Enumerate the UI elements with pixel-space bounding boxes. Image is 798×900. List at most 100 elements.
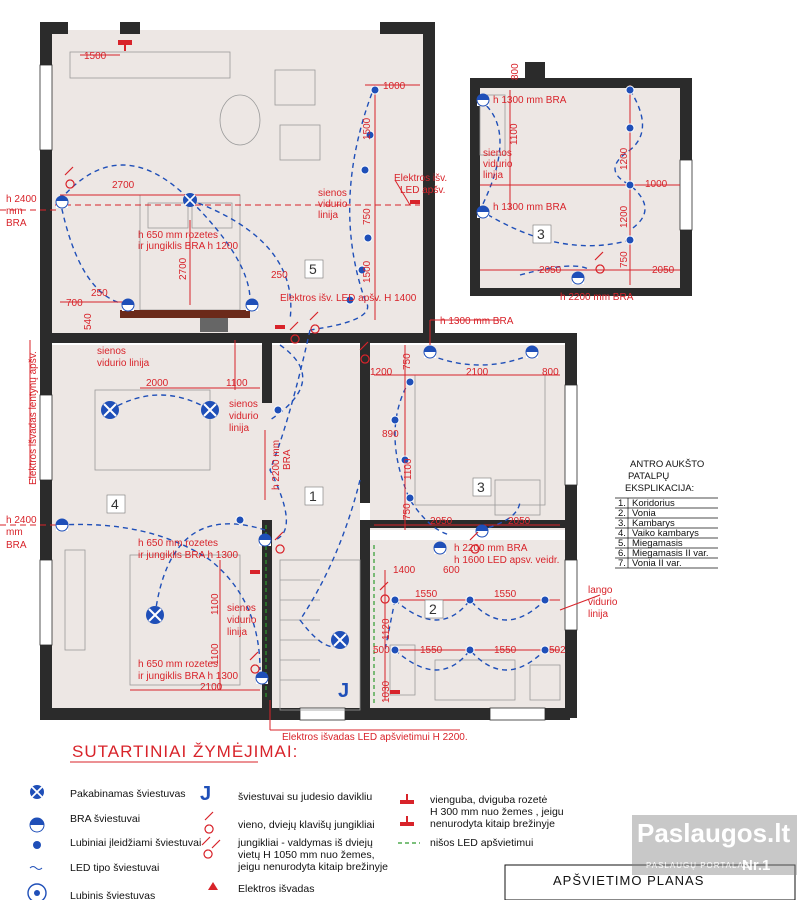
note: ir jungiklis BRA h 1300 [138,550,238,561]
legend-item: jungikliai - valdymas iš dviejų [237,837,373,849]
explication-title: ANTRO AUKŠTO [630,459,704,470]
watermark-nr: Nr.1 [742,857,770,874]
pendant-light-icon [201,401,219,419]
bra-light-icon [245,298,259,312]
dimension-label: 1550 [420,645,443,656]
note: h 2400 [6,194,37,205]
bra-light-icon [55,195,69,209]
note: Elektros išvadas LED apšvietimui H 2200. [282,732,468,743]
dimension-label: 750 [619,251,630,268]
explication-row-name: Miegamasis II var. [632,548,709,559]
note: lango [588,585,613,596]
explication-table: ANTRO AUKŠTO PATALPŲ EKSPLIKACIJA: 1.Kor… [615,459,718,569]
note: h 650 mm rozetes [138,538,218,549]
dimension-label: 1200 [619,147,630,170]
wiring-arcs [59,84,646,671]
dimension-label: 1100 [210,643,221,665]
title-block: APŠVIETIMO PLANAS [504,864,796,900]
note: mm [6,206,23,217]
explication-row-number: 5. [618,538,626,549]
watermark: Paslaugos.lt PASLAUGŲ PORTALAS Nr.1 [632,815,797,875]
ceiling-light-icon [27,883,47,900]
explication-title: PATALPŲ [628,471,669,482]
note: vidurio [229,411,259,422]
dimension-label: 1030 [381,680,392,703]
note: h 2200 mm BRA [560,292,634,303]
room-number: 1 [309,488,317,504]
legend-item: nišos LED apšvietimui [430,837,533,849]
note: h 1300 mm BRA [440,316,514,327]
legend-item: šviestuvai su judesio davikliu [238,791,372,803]
legend-item: nenurodyta kitaip brežinyje [430,818,555,830]
pendant-light-icon [101,401,119,419]
dimension-texts: 1500 1000 1500 750 1500 2700 2700 250 25… [66,51,675,703]
drawing-title: APŠVIETIMO PLANAS [553,873,704,888]
explication-row-number: 2. [618,508,626,519]
note: h 1300 mm BRA [493,202,567,213]
note: ir jungiklis BRA h 1200 [138,241,238,252]
switches [64,166,605,674]
note: h 1300 mm BRA [493,95,567,106]
pendant-light-icon [331,631,349,649]
legend-item: BRA šviestuvai [70,813,140,825]
pendant-light-icon [30,785,44,799]
dimension-label: 750 [402,353,413,370]
note: h 1600 LED apsv. veidr. [454,555,559,566]
watermark-brand: Paslaugos.lt [637,818,790,848]
motion-sensor-marker: J [338,680,349,702]
dimension-label: 1100 [226,378,248,389]
note: linija [318,210,338,221]
note: sienos [483,148,512,159]
bra-light-icon [475,524,489,538]
note: BRA [6,218,27,229]
bra-light-icon [423,345,437,359]
bra-light-icon [571,271,585,285]
dimension-label: 700 [66,298,83,309]
headboard-shelf [120,310,250,318]
motion-sensor-icon: J [200,783,211,805]
legend-item: vieno, dviejų klavišų jungikliai [238,819,375,831]
dimension-label: 250 [91,288,108,299]
dimension-label: 890 [382,429,399,440]
explication-title: EKSPLIKACIJA: [625,483,694,494]
explication-row-name: Vonia II var. [632,558,682,569]
note: h 2200 mm BRA [454,543,528,554]
dimension-label: 600 [443,565,460,576]
walls [40,22,692,720]
explication-row-name: Vonia [632,508,656,519]
pendant-light-icon [183,193,197,207]
watermark-sub: PASLAUGŲ PORTALAS [646,861,750,870]
dimension-label: 1500 [84,51,107,62]
dimension-label: 2100 [200,682,223,693]
room-number: 5 [309,261,317,277]
note: Elektros išv. LED apšv. H 1400 [280,293,417,304]
explication-row-name: Koridorius [632,498,675,509]
dimension-label: 2700 [178,257,189,280]
note: vidurio [483,159,513,170]
dimension-label: 1100 [210,593,221,615]
note: sienos [229,399,258,410]
dimension-label: 502 [549,645,566,656]
dimension-label: 750 [402,503,413,520]
note: linija [229,423,249,434]
dimension-label: 2050 [508,516,531,527]
dimension-label: 540 [83,313,94,330]
note: h 2200 mm [271,440,282,490]
note: Elektros išv. [394,173,447,184]
dimension-label: 750 [362,208,373,225]
explication-row-number: 7. [618,558,626,569]
floor-areas [48,30,680,710]
dimension-label: 1550 [494,589,517,600]
dimension-label: 2050 [652,265,675,276]
bra-light-icon [525,345,539,359]
bra-light-icon [29,817,45,833]
legend-item: jeigu nenurodyta kitaip brežinyje [237,861,388,873]
bra-light-icon [258,533,272,547]
legend-item: Lubiniai įleidžiami šviestuvai [70,837,201,849]
annotation-notes: h 2400 mm BRA h 2400 mm BRA h 1300 mm BR… [6,95,634,743]
dimension-label: 1100 [509,123,520,145]
dimension-label: 1550 [415,589,438,600]
dimension-label: 1550 [494,645,517,656]
bra-light-icon [255,671,269,685]
